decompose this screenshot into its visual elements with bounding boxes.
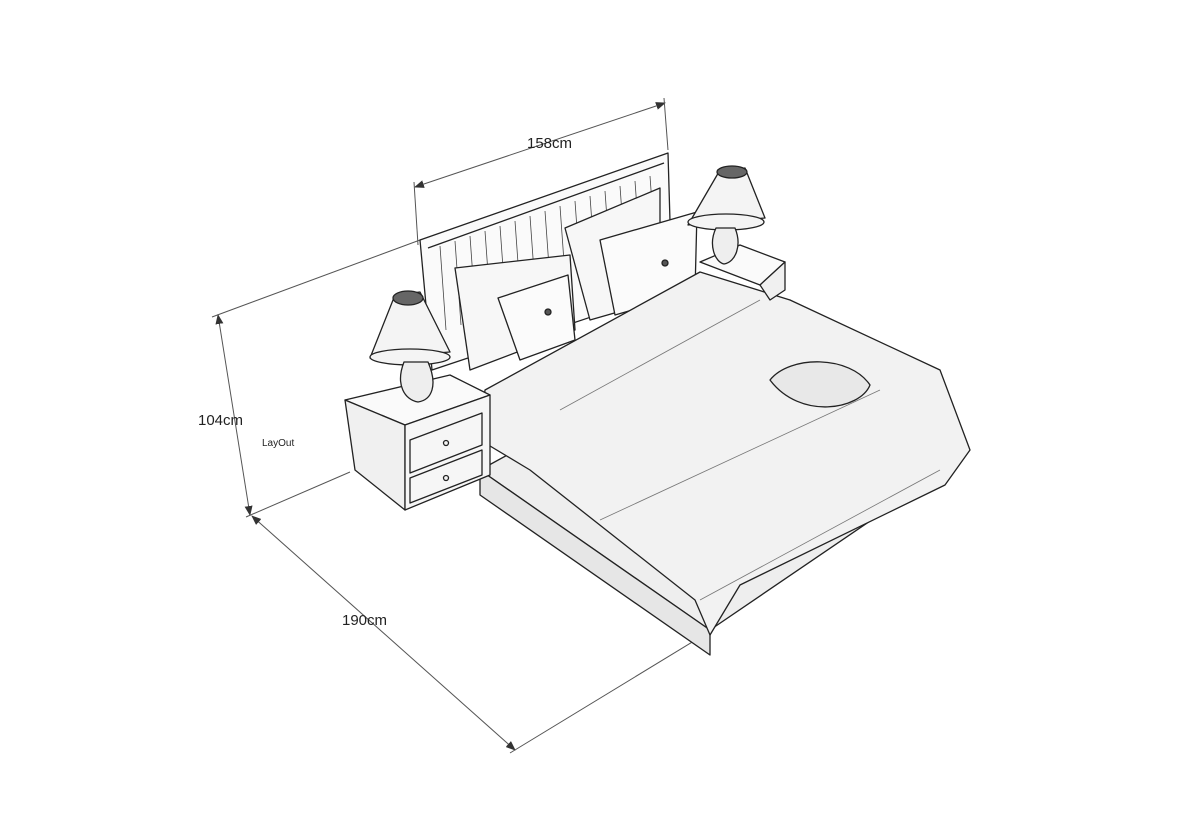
width-dimension-line: [414, 102, 666, 188]
length-dimension-line: [251, 515, 516, 751]
layout-watermark: LayOut: [262, 438, 295, 449]
bed: [344, 152, 971, 656]
height-dimension-line: [215, 314, 253, 516]
dimension-lines: [211, 97, 713, 754]
throw-blanket: [769, 361, 871, 408]
height-dimension-label: 104cm: [198, 412, 244, 429]
length-dimension-label: 190cm: [342, 612, 388, 629]
width-dimension-label: 158cm: [527, 135, 573, 152]
